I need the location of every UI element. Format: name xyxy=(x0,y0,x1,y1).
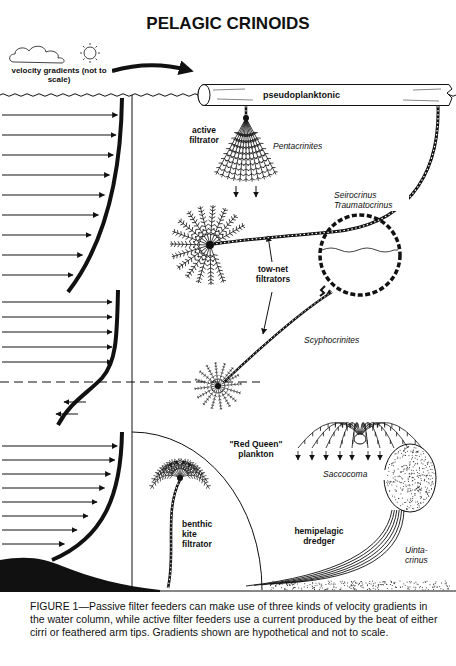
axis-note: velocity gradients (not to scale) xyxy=(6,66,112,84)
velocity-arrow xyxy=(2,347,112,348)
velocity-profile xyxy=(58,290,118,425)
velocity-arrow xyxy=(2,502,97,503)
current-arrow xyxy=(368,451,369,460)
crinoid-arms xyxy=(170,205,245,285)
mode-label: "Red Queen" plankton xyxy=(220,440,292,460)
crinoid-arms xyxy=(194,362,242,410)
taxon-name: Uinta- crinus xyxy=(404,546,442,566)
sea-floor-line xyxy=(150,590,456,591)
crinoid-drawings xyxy=(149,106,438,588)
velocity-arrow xyxy=(2,155,113,156)
crinoid-stem xyxy=(168,480,180,588)
mode-label: benthic kite filtrator xyxy=(181,520,229,549)
velocity-arrow xyxy=(2,215,98,216)
mode-label: hemipelagic dredger xyxy=(286,527,352,547)
velocity-arrow xyxy=(2,175,110,176)
current-arrow xyxy=(326,451,327,460)
velocity-arrow xyxy=(2,516,88,517)
current-arrow xyxy=(352,451,353,460)
velocity-arrow xyxy=(2,115,118,116)
stem-columnals xyxy=(214,106,438,244)
velocity-arrow xyxy=(2,530,77,531)
velocity-arrows xyxy=(2,115,422,544)
log-body xyxy=(198,85,452,106)
velocity-arrow xyxy=(2,362,112,363)
wind-arrow xyxy=(112,65,188,71)
node-label: pseudoplanktonic xyxy=(197,84,340,106)
pointer-arrow xyxy=(268,236,272,262)
crinoid-stem xyxy=(214,106,438,244)
pointer-arrow xyxy=(263,292,272,334)
velocity-arrow xyxy=(2,255,83,256)
current-arrow xyxy=(256,186,257,197)
velocity-arrow xyxy=(2,317,112,318)
velocity-arrow xyxy=(64,402,86,403)
sun-rays xyxy=(80,43,100,63)
mode-label: tow-net filtrators xyxy=(242,265,304,285)
title: PELAGIC CRINOIDS xyxy=(0,14,456,34)
velocity-arrow xyxy=(2,135,116,136)
current-arrow xyxy=(236,186,237,197)
velocity-arrow xyxy=(2,474,111,475)
velocity-arrow xyxy=(2,460,115,461)
velocity-arrow xyxy=(2,544,64,545)
sea-floor xyxy=(0,558,160,592)
reference-line xyxy=(132,95,133,590)
float-water-line xyxy=(322,248,398,252)
crinoid-cup xyxy=(243,115,249,121)
sun xyxy=(84,47,96,59)
velocity-arrow xyxy=(56,414,78,415)
velocity-arrow xyxy=(2,275,73,276)
crinoid-cup xyxy=(177,475,183,481)
cloud-sun xyxy=(10,43,100,63)
current-arrow xyxy=(298,451,299,460)
velocity-profile xyxy=(52,432,122,560)
current-arrow xyxy=(380,451,381,460)
velocity-arrow xyxy=(2,488,105,489)
stem-columnals xyxy=(168,480,180,588)
velocity-arrow xyxy=(2,332,112,333)
saccocoma-cup xyxy=(354,434,366,444)
saccocoma-arms xyxy=(298,423,422,449)
driftwood-log: pseudoplanktonic xyxy=(197,84,453,106)
current-arrow xyxy=(340,451,341,460)
mode-label: active filtrator xyxy=(181,126,227,146)
velocity-arrow xyxy=(2,446,117,447)
taxon-name: Seirocrinus Traumatocrinus xyxy=(333,191,409,211)
figure-caption: FIGURE 1—Passive filter feeders can make… xyxy=(30,600,444,639)
current-arrow xyxy=(312,451,313,460)
crinoid-cup xyxy=(206,241,214,249)
crinoid-cup xyxy=(215,383,221,389)
log-end xyxy=(198,85,210,106)
uintacrinus-arms xyxy=(246,510,404,586)
cloud xyxy=(10,46,64,63)
velocity-arrow xyxy=(2,235,91,236)
velocity-arrow xyxy=(2,302,112,303)
uintacrinus-stipple xyxy=(387,447,435,510)
taxon-name: Scyphocrinites xyxy=(303,336,387,346)
velocity-arrow xyxy=(2,195,105,196)
crinoid-arms xyxy=(149,458,211,489)
taxon-name: Saccocoma xyxy=(322,470,386,480)
uintacrinus-cup xyxy=(384,444,436,512)
taxon-name: Pentacrinites xyxy=(272,142,346,152)
